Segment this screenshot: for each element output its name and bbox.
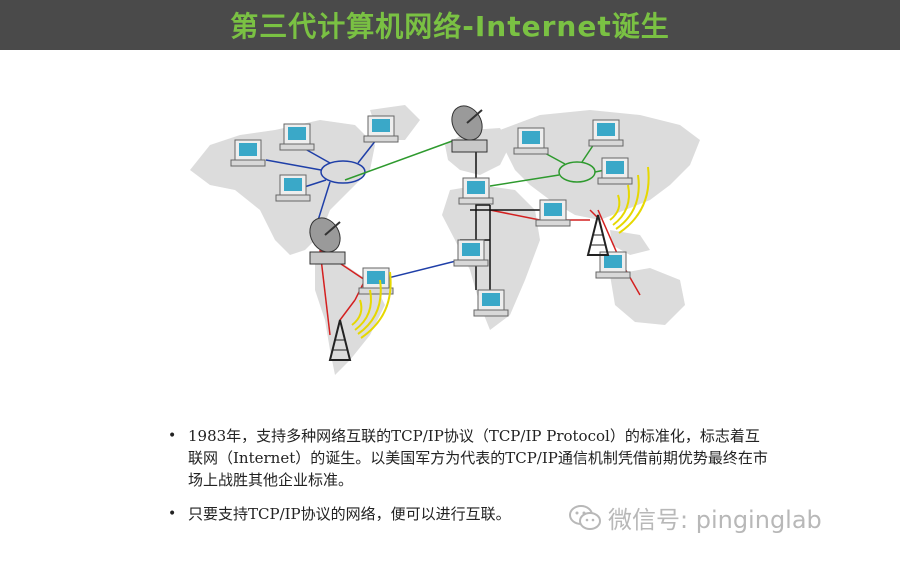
slide-title: 第三代计算机网络-Internet诞生 (230, 10, 670, 43)
computer-icon (595, 251, 631, 279)
computer-icon (473, 289, 509, 317)
satellite-dish-icon (309, 217, 346, 265)
bullet-item: • 只要支持TCP/IP协议的网络，便可以进行互联。 (168, 503, 768, 525)
computer-icon (588, 119, 624, 147)
computer-icon (458, 177, 494, 205)
bullet-dot: • (168, 428, 177, 444)
satellite-dish-icon (451, 105, 488, 153)
bullet-item: • 1983年，支持多种网络互联的TCP/IP协议（TCP/IP Protoco… (168, 425, 768, 491)
network-diagram (190, 105, 700, 375)
bullet-text: 1983年，支持多种网络互联的TCP/IP协议（TCP/IP Protocol）… (188, 427, 768, 489)
computer-icon (453, 239, 489, 267)
title-bar: 第三代计算机网络-Internet诞生 (0, 0, 900, 50)
computer-icon (535, 199, 571, 227)
watermark: 微信号: pinginglab (568, 500, 822, 535)
computer-icon (279, 123, 315, 151)
radio-tower-icon (586, 166, 650, 256)
wechat-icon (569, 504, 601, 530)
bullet-text: 只要支持TCP/IP协议的网络，便可以进行互联。 (188, 505, 511, 523)
computer-icon (358, 267, 394, 295)
computer-icon (363, 115, 399, 143)
bullet-list: • 1983年，支持多种网络互联的TCP/IP协议（TCP/IP Protoco… (168, 425, 768, 537)
computer-icon (275, 174, 311, 202)
computer-icon (513, 127, 549, 155)
bullet-dot: • (168, 506, 177, 522)
watermark-text: 微信号: pinginglab (608, 506, 822, 534)
computer-icon (597, 157, 633, 185)
computer-icon (230, 139, 266, 167)
computers (230, 115, 633, 317)
radio-tower-icon (328, 271, 392, 361)
